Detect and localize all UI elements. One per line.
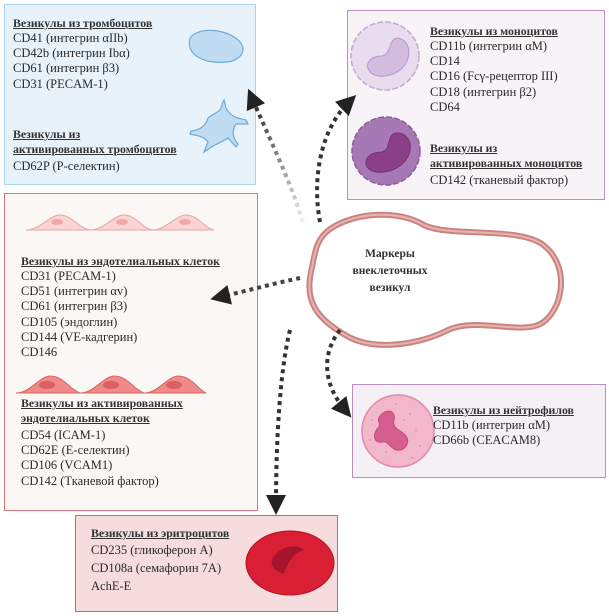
- central-vesicle-label: Маркеры внеклеточных везикул: [335, 246, 445, 297]
- marker-item: CD142 (тканевый фактор): [430, 173, 569, 187]
- endothelial-markers: Везикулы из эндотелиальных клеток CD31 (…: [21, 254, 220, 360]
- marker-item: CD31 (PECAM-1): [13, 76, 108, 91]
- marker-item: CD31 (PECAM-1): [21, 269, 116, 283]
- endothelial-cells-icon: [25, 214, 215, 231]
- activated-endothelial-cells-icon: [15, 375, 207, 394]
- marker-item: CD41 (интегрин αIIb): [13, 31, 128, 45]
- arrow-to-platelets: [246, 88, 305, 223]
- marker-item: CD42b (интегрин Ibα): [13, 46, 130, 61]
- activated-endothelial-markers: Везикулы из активированных эндотелиальны…: [21, 396, 183, 489]
- arrow-to-endothelial: [210, 276, 301, 305]
- marker-item: CD62E (E-селектин): [21, 443, 130, 458]
- center-label-line: Маркеры: [365, 248, 415, 260]
- activated-endothelial-title: Везикулы из активированных: [21, 396, 183, 410]
- marker-item: CD11b (интегрин αM): [430, 39, 548, 53]
- center-label-line: везикул: [369, 282, 411, 294]
- activated-monocyte-title: активированных моноцитов: [430, 156, 583, 170]
- platelet-markers: Везикулы из тромбоцитов CD41 (интегрин α…: [13, 16, 152, 92]
- endothelial-title: Везикулы из эндотелиальных клеток: [21, 254, 220, 268]
- monocyte-title: Везикулы из моноцитов: [430, 24, 558, 38]
- activated-platelet-title: Везикулы из: [13, 127, 81, 141]
- marker-item: CD62P (P-селектин): [13, 159, 120, 173]
- arrow-to-monocytes: [315, 95, 357, 223]
- activated-endothelial-title: эндотелиальных клеток: [21, 411, 150, 425]
- erythrocyte-title: Везикулы из эритроцитов: [91, 526, 230, 540]
- marker-item: CD235 (гликоферон A): [91, 543, 213, 557]
- marker-item: CD106 (VCAM1): [21, 458, 113, 473]
- monocyte-markers: Везикулы из моноцитов CD11b (интегрин αM…: [430, 24, 558, 115]
- marker-item: CD146: [21, 345, 58, 360]
- activated-platelet-icon: [189, 98, 249, 154]
- activated-monocyte-icon: [351, 116, 421, 186]
- platelet-title: Везикулы из тромбоцитов: [13, 16, 153, 30]
- arrow-to-erythrocytes: [266, 329, 292, 515]
- marker-item: CD51 (интегрин αv): [21, 284, 128, 299]
- marker-item: CD64: [430, 99, 460, 114]
- marker-item: CD61 (интегрин β3): [21, 299, 128, 314]
- resting-platelet-icon: [188, 29, 244, 63]
- erythrocyte-icon: [245, 530, 335, 596]
- marker-item: CD54 (ICAM-1): [21, 428, 106, 442]
- neutrophil-markers: Везикулы из нейтрофилов CD11b (интегрин …: [433, 403, 574, 448]
- activated-monocyte-title: Везикулы из: [430, 141, 498, 155]
- marker-item: CD16 (Fcγ-рецептор III): [430, 69, 558, 84]
- arrow-to-neutrophils: [325, 328, 352, 418]
- marker-item: CD11b (интегрин αM): [433, 418, 551, 432]
- central-vesicle-icon: [306, 211, 564, 348]
- monocyte-icon: [350, 21, 420, 91]
- marker-item: CD66b (CEACAM8): [433, 433, 541, 448]
- neutrophil-title: Везикулы из нейтрофилов: [433, 403, 574, 417]
- marker-item: CD105 (эндоглин): [21, 314, 118, 329]
- activated-platelet-markers: Везикулы из активированных тромбоцитов C…: [13, 127, 177, 174]
- marker-item: CD142 (Тканевой фактор): [21, 473, 159, 488]
- erythrocyte-markers: Везикулы из эритроцитов CD235 (гликоферо…: [91, 526, 229, 595]
- activated-monocyte-markers: Везикулы из активированных моноцитов CD1…: [430, 141, 582, 188]
- marker-item: CD61 (интегрин β3): [13, 61, 120, 76]
- marker-item: CD14: [430, 54, 460, 69]
- marker-item: AchE-E: [91, 579, 132, 594]
- neutrophil-icon: [361, 394, 435, 468]
- marker-item: CD108a (семафорин 7A): [91, 561, 222, 576]
- endothelial-vesicles-box: [4, 193, 258, 511]
- activated-platelet-title: активированных тромбоцитов: [13, 142, 177, 156]
- center-label-line: внеклеточных: [352, 265, 428, 277]
- marker-item: CD18 (интегрин β2): [430, 84, 537, 99]
- marker-item: CD144 (VE-кадгерин): [21, 329, 138, 344]
